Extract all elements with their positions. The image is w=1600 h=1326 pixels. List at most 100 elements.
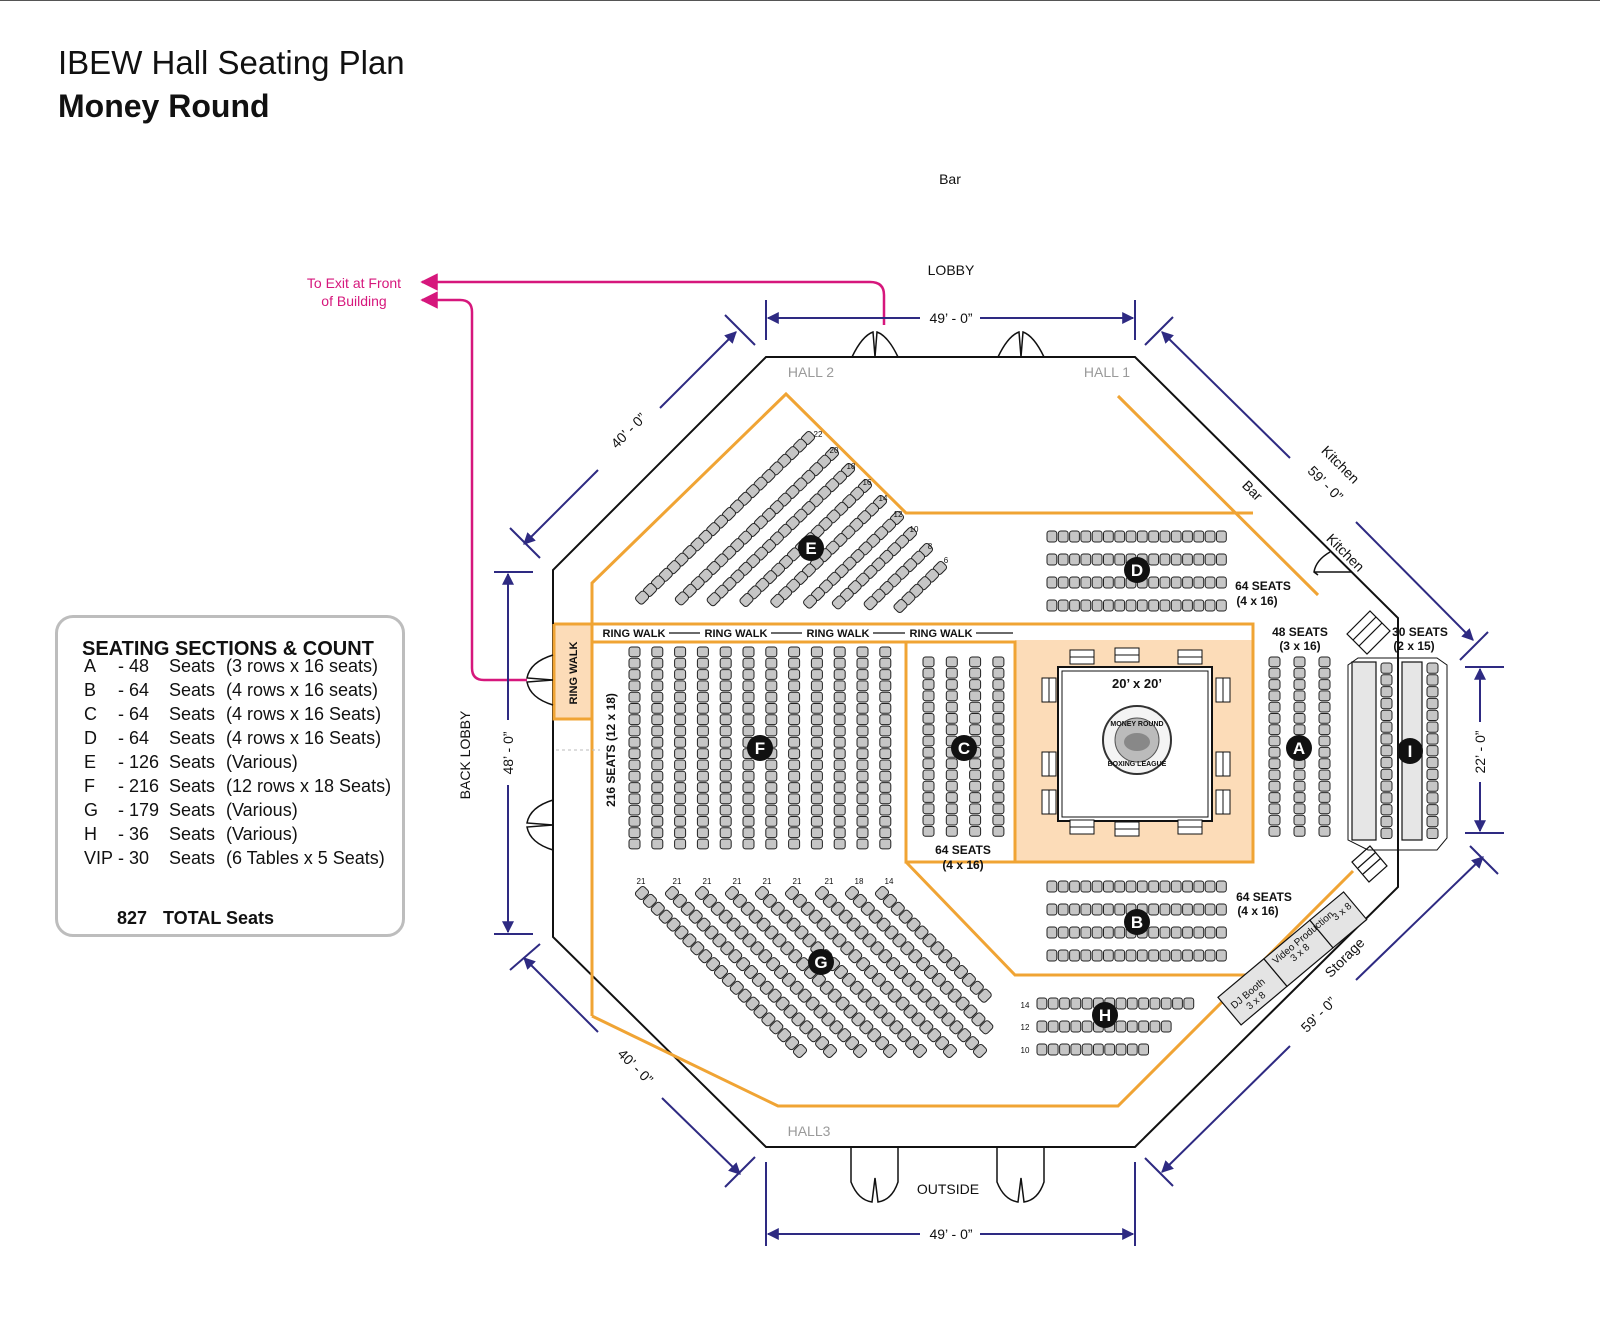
seat-section-c <box>945 792 958 803</box>
seat-section-g <box>844 885 860 901</box>
seat-section-g <box>674 925 689 940</box>
seat-section-b <box>1125 880 1137 893</box>
seat-section-f <box>765 680 778 692</box>
section-d-seats: 64 SEATS <box>1235 579 1291 593</box>
seat-section-h <box>1138 1043 1149 1056</box>
seat-section-g <box>927 1028 942 1043</box>
seat-section-d <box>1148 576 1159 589</box>
seat-section-f <box>833 793 846 805</box>
seat-section-f <box>856 770 869 782</box>
seat-section-f <box>765 816 778 827</box>
seat-section-b <box>1170 926 1182 939</box>
legend-detail: (4 rows x 16 Seats) <box>226 728 382 748</box>
seat-section-e <box>803 594 818 609</box>
seat-section-b <box>1057 903 1069 916</box>
seat-section-f <box>833 669 846 680</box>
seat-section-f <box>833 827 846 839</box>
seat-section-g <box>851 1012 866 1027</box>
seat-section-d <box>1170 599 1182 612</box>
section-d-config: (4 x 16) <box>1236 594 1277 608</box>
seat-section-f <box>628 680 641 692</box>
seat-section-h <box>1047 1043 1059 1056</box>
seat-section-d <box>1069 576 1080 589</box>
seat-section-f <box>742 759 755 771</box>
seat-section-h <box>1149 1020 1161 1033</box>
seat-section-f <box>674 816 687 827</box>
seat-section-b <box>1080 880 1092 893</box>
seat-section-h <box>1104 1043 1116 1056</box>
seat-section-g <box>781 972 796 987</box>
seat-section-c <box>922 792 935 803</box>
section-badge-label: H <box>1099 1006 1111 1025</box>
seat-section-h <box>1115 1043 1127 1056</box>
seat-section-f <box>765 770 778 782</box>
seat-section-a <box>1268 780 1281 792</box>
seat-section-f <box>674 748 687 760</box>
seat-section-f <box>788 816 801 827</box>
ring-logo-top: MONEY ROUND <box>1110 721 1163 728</box>
seat-section-g <box>753 1004 768 1019</box>
seat-section-f <box>833 703 846 714</box>
section-g-row-count: 21 <box>825 877 834 886</box>
section-g-row-count: 18 <box>855 877 864 886</box>
seat-section-b <box>1170 880 1182 893</box>
section-e-row-count: 20 <box>830 446 839 455</box>
seat-section-g <box>742 933 757 948</box>
seat-section-b <box>1069 949 1080 962</box>
section-g-row-count: 21 <box>637 877 646 886</box>
seat-section-c <box>945 803 958 815</box>
section-g-row-count: 21 <box>673 877 682 886</box>
seat-section-f <box>856 725 869 737</box>
seat-section-g <box>721 972 736 987</box>
seat-section-f <box>742 657 755 669</box>
seat-section-f <box>742 714 755 726</box>
section-g-row-count: 21 <box>763 877 772 886</box>
seat-section-h <box>1081 1020 1093 1033</box>
legend-unit: Seats <box>169 824 216 844</box>
seat-section-g <box>751 972 766 987</box>
seat-section-i <box>1426 827 1439 840</box>
seat-section-c <box>992 826 1005 837</box>
seat-section-a <box>1268 758 1281 770</box>
seat-section-g <box>808 909 823 924</box>
seat-section-h <box>1160 997 1172 1010</box>
seat-section-i <box>1380 827 1393 840</box>
seat-section-h <box>1160 1020 1172 1033</box>
seat-section-e <box>863 596 878 611</box>
seat-section-g <box>941 1012 956 1027</box>
seat-section-g <box>706 957 721 972</box>
section-b-config: (4 x 16) <box>1237 904 1278 918</box>
door-back-lobby-lower <box>526 799 554 851</box>
dimension-lines <box>494 300 1504 1246</box>
seat-section-i <box>1380 780 1393 792</box>
seat-section-f <box>810 646 823 658</box>
seat-section-c <box>945 701 958 713</box>
seat-section-g <box>892 933 907 948</box>
seat-section-f <box>719 657 732 669</box>
seat-section-c <box>992 656 1005 668</box>
legend-count: - 64 <box>118 680 150 700</box>
seat-section-f <box>788 736 801 748</box>
seat-section-d <box>1216 530 1227 543</box>
seat-section-f <box>696 770 709 782</box>
seat-section-f <box>651 816 664 827</box>
seat-section-g <box>729 980 744 995</box>
room-hall-2: HALL 2 <box>788 364 834 380</box>
seat-section-e <box>739 592 754 608</box>
section-h-row-count: 10 <box>1021 1046 1030 1055</box>
seat-section-f <box>833 714 846 726</box>
seat-section-d <box>1125 530 1137 543</box>
seat-section-f <box>651 725 664 737</box>
seat-section-i <box>1426 756 1439 769</box>
seat-section-f <box>856 736 869 748</box>
seat-section-c <box>945 713 958 724</box>
kitchen-shelf <box>1346 610 1391 883</box>
seat-section-c <box>945 758 958 770</box>
seat-section-f <box>810 759 823 771</box>
section-e-row-count: 10 <box>910 525 919 534</box>
seat-section-g <box>830 901 845 916</box>
seat-section-d <box>1080 553 1092 566</box>
seat-section-f <box>651 748 664 760</box>
seat-section-h <box>1093 1043 1104 1056</box>
seat-section-f <box>651 736 664 748</box>
